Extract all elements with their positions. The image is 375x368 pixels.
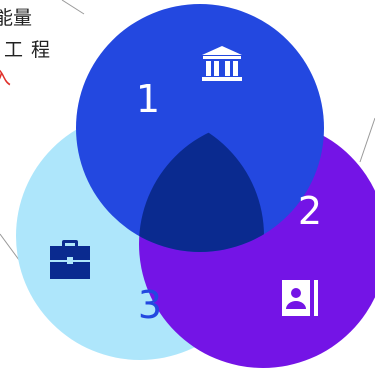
circle-2-number: 2 bbox=[298, 189, 322, 233]
connector-line-top bbox=[61, 0, 85, 15]
side-text-line-1: 能量 bbox=[0, 7, 33, 29]
circle-1-number: 1 bbox=[136, 77, 160, 121]
circle-1 bbox=[76, 4, 324, 252]
contact-card-icon bbox=[282, 280, 318, 316]
briefcase-icon bbox=[50, 240, 90, 279]
connector-line-right bbox=[359, 117, 375, 163]
circle-3-number: 3 bbox=[138, 283, 162, 327]
side-text-line-3: 入 bbox=[0, 67, 12, 89]
side-text-line-2: 工程 bbox=[4, 39, 59, 61]
bank-icon bbox=[202, 46, 242, 81]
